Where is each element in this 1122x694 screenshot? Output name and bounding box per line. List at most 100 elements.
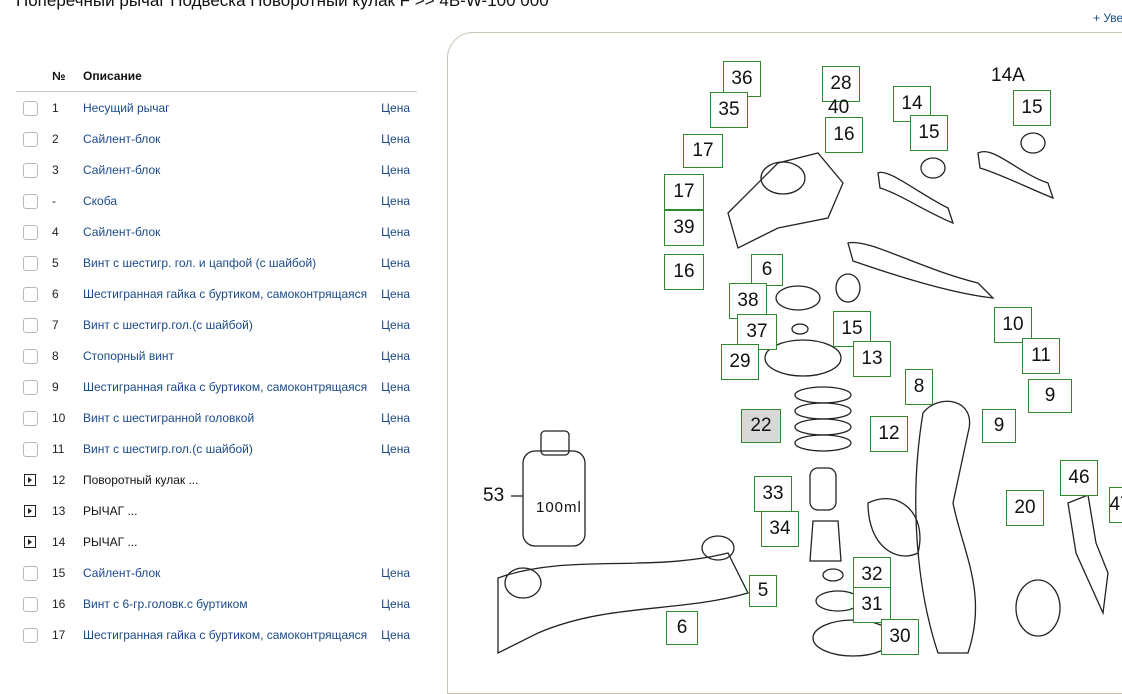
price-link[interactable]: Цена [381,442,410,456]
item-description-link[interactable]: Сайлент-блок [83,163,161,177]
price-link[interactable]: Цена [381,380,410,394]
row-checkbox[interactable] [23,287,38,302]
callout-part-6[interactable]: 6 [666,611,698,645]
row-checkbox[interactable] [23,163,38,178]
expand-icon[interactable] [24,505,36,517]
item-description-link[interactable]: Сайлент-блок [83,225,161,239]
row-checkbox[interactable] [23,380,38,395]
price-link[interactable]: Цена [381,628,410,642]
price-link[interactable]: Цена [381,194,410,208]
callout-part-15[interactable]: 15 [1013,90,1051,126]
callout-part-22[interactable]: 22 [741,409,781,443]
item-description-link[interactable]: Несущий рычаг [83,101,170,115]
row-checkbox[interactable] [23,349,38,364]
callout-part-15[interactable]: 15 [910,115,948,151]
callout-part-39[interactable]: 39 [664,210,704,246]
item-description-link[interactable]: Стопорный винт [83,349,175,363]
row-checkbox[interactable] [23,442,38,457]
callout-part-38[interactable]: 38 [729,283,767,319]
callout-part-29[interactable]: 29 [721,344,759,380]
price-link[interactable]: Цена [381,132,410,146]
item-description-link[interactable]: Сайлент-блок [83,132,161,146]
callout-part-30[interactable]: 30 [881,619,919,655]
callout-part-9[interactable]: 9 [1028,379,1072,413]
item-description-link[interactable]: Шестигранная гайка с буртиком, самоконтр… [83,380,368,394]
price-link[interactable]: Цена [381,411,410,425]
callout-part-34[interactable]: 34 [761,511,799,547]
row-checkbox[interactable] [23,194,38,209]
item-description-link[interactable]: Винт с шестигр.гол.(с шайбой) [83,442,253,456]
price-link[interactable]: Цена [381,163,410,177]
item-description-link[interactable]: Сайлент-блок [83,566,161,580]
callout-part-36[interactable]: 36 [723,61,761,97]
callout-part-20[interactable]: 20 [1006,490,1044,526]
callout-part-15[interactable]: 15 [833,311,871,347]
callout-part-9[interactable]: 9 [982,409,1016,443]
expand-icon[interactable] [24,536,36,548]
row-checkbox[interactable] [23,225,38,240]
callout-part-16[interactable]: 16 [664,254,704,290]
callout-part-8[interactable]: 8 [905,369,933,405]
callout-part-10[interactable]: 10 [994,307,1032,343]
row-checkbox[interactable] [23,628,38,643]
price-link[interactable]: Цена [381,287,410,301]
callout-part-31[interactable]: 31 [853,587,891,623]
callout-part-11[interactable]: 11 [1022,338,1060,374]
callout-part-33[interactable]: 33 [754,476,792,512]
item-description-link[interactable]: Винт с шестигранной головкой [83,411,255,425]
row-checkbox[interactable] [23,101,38,116]
price-link[interactable]: Цена [381,597,410,611]
callout-part-47[interactable]: 47 [1109,487,1122,523]
item-description-link[interactable]: Винт с шестигр.гол.(с шайбой) [83,318,253,332]
expand-icon[interactable] [24,474,36,486]
callout-part-17[interactable]: 17 [664,174,704,210]
callout-part-12[interactable]: 12 [870,416,908,452]
callout-part-13[interactable]: 13 [853,341,891,377]
row-checkbox[interactable] [23,566,38,581]
zoom-in-link[interactable]: + Уве [1093,11,1122,25]
price-link[interactable]: Цена [381,318,410,332]
callout-part-16[interactable]: 16 [825,117,863,153]
row-checkbox[interactable] [23,597,38,612]
price-link[interactable]: Цена [381,566,410,580]
row-checkbox[interactable] [23,411,38,426]
item-description-link[interactable]: Шестигранная гайка с буртиком, самоконтр… [83,628,368,642]
item-description-link[interactable]: Шестигранная гайка с буртиком, самоконтр… [83,287,368,301]
callout-part-28[interactable]: 28 [822,66,860,102]
price-link[interactable]: Цена [381,349,410,363]
row-checkbox[interactable] [23,318,38,333]
callout-part-5[interactable]: 5 [749,575,777,607]
price-link[interactable]: Цена [381,101,410,115]
callout-part-35[interactable]: 35 [710,92,748,128]
callout-part-6[interactable]: 6 [751,254,783,286]
mount-bushing-left [504,567,542,599]
row-checkbox[interactable] [23,256,38,271]
item-description-link[interactable]: Винт с шестигр. гол. и цапфой (с шайбой) [83,256,317,270]
callout-part-17[interactable]: 17 [683,134,723,168]
item-description-link[interactable]: Винт с 6-гр.головк.с буртиком [83,597,248,611]
price-link[interactable]: Цена [381,225,410,239]
item-description-link[interactable]: Скоба [83,194,117,208]
row-checkbox[interactable] [23,132,38,147]
price-link[interactable]: Цена [381,256,410,270]
callout-part-46[interactable]: 46 [1060,460,1098,496]
